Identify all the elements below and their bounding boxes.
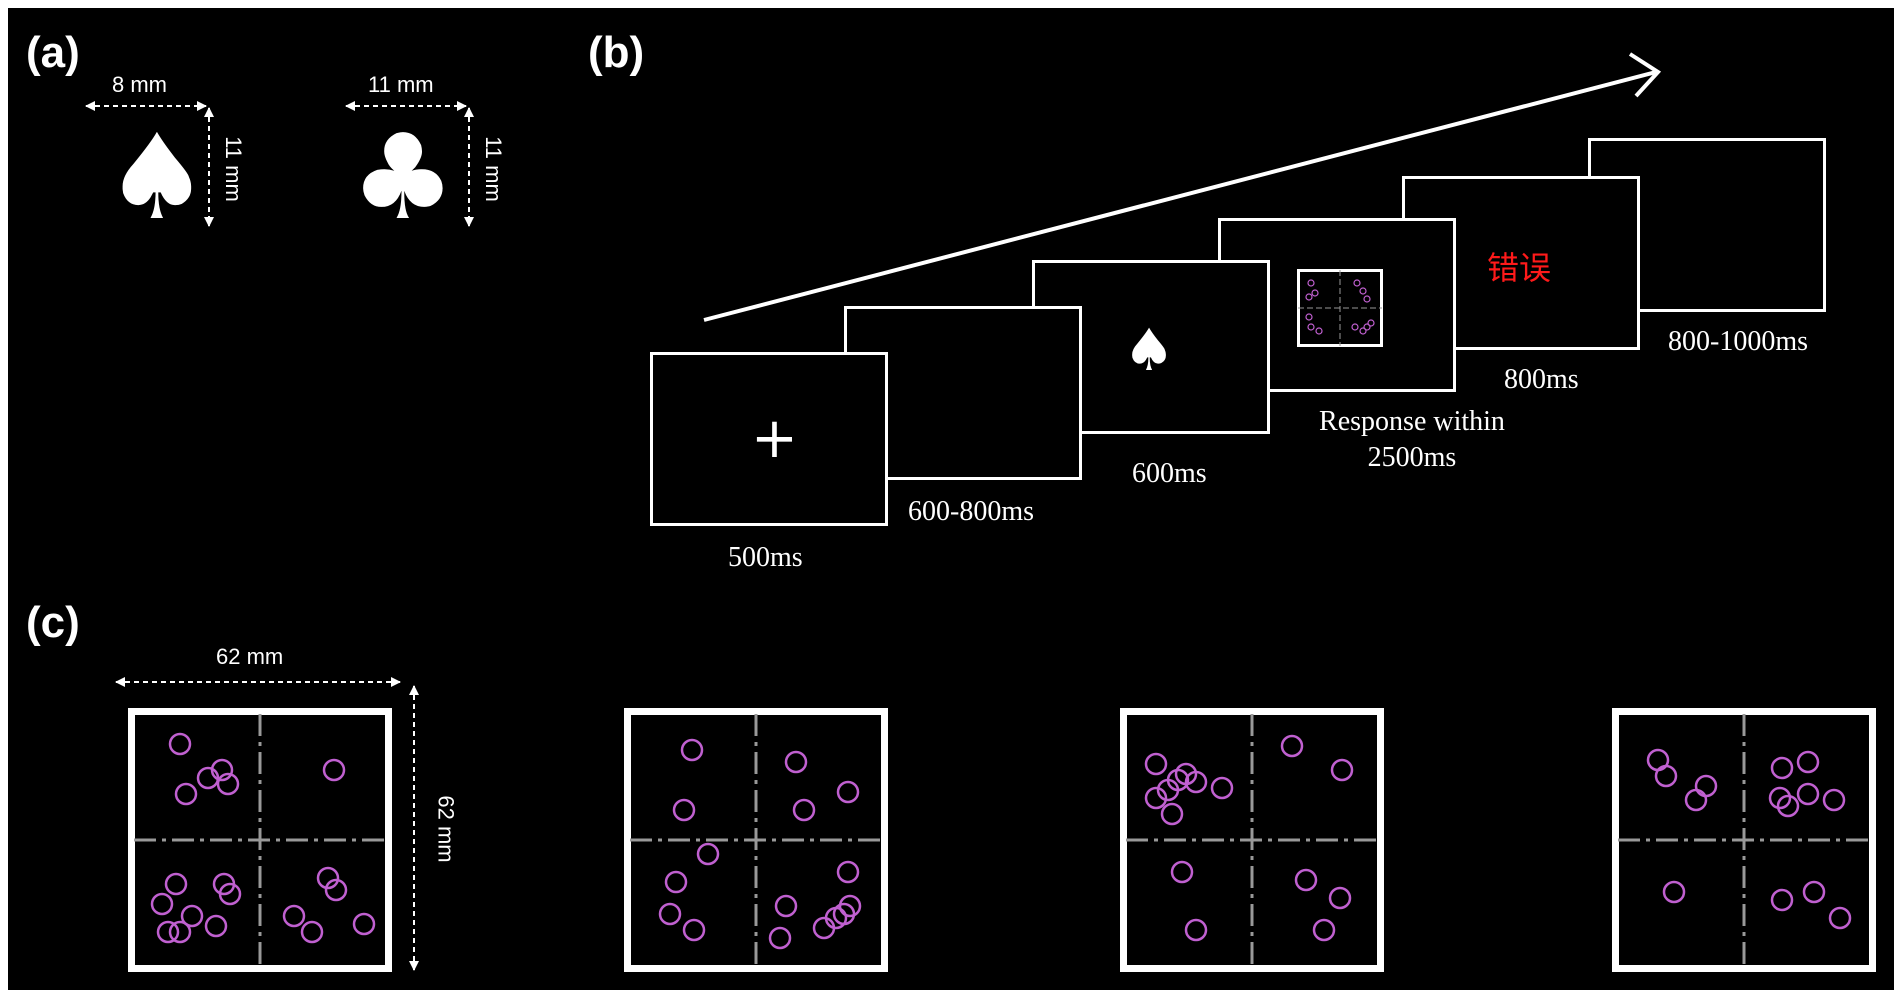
grid-width-label: 62 mm [216, 644, 284, 669]
time-arrow-icon [703, 52, 1662, 322]
panel-c-dimension-arrows [115, 677, 419, 971]
frame-4-duration-line-1: Response within [1319, 406, 1505, 437]
panel-label-a: (a) [26, 28, 80, 77]
frame-5-duration: 800ms [1504, 364, 1579, 395]
mini-circle-grid [1297, 269, 1383, 347]
circle-grid-4 [1612, 708, 1876, 972]
grid-height-label: 62 mm [433, 795, 459, 863]
circle-grid-3 [1120, 708, 1384, 972]
figure-canvas: (a) (b) (c) 8 mm 11 mm 11 mm 11 mm ♠ ♣ 错… [8, 8, 1894, 990]
frame-2-duration: 600-800ms [908, 496, 1034, 527]
circle-grid-1 [128, 708, 392, 972]
frame-spade-icon: ♠ [1123, 316, 1175, 384]
panel-label-c: (c) [26, 598, 80, 647]
frame-4-duration-line-2: 2500ms [1367, 442, 1457, 473]
spade-icon: ♠ [104, 108, 210, 246]
circle-grid-2 [624, 708, 888, 972]
frame-1-fixation: + [650, 352, 888, 526]
fixation-cross-icon: + [751, 406, 798, 471]
frame-3-duration: 600ms [1132, 458, 1207, 489]
feedback-text: 错误 [1487, 249, 1552, 287]
panel-a-dimension-arrows [85, 101, 474, 227]
spade-width-label: 8 mm [112, 72, 167, 97]
frame-1-duration: 500ms [728, 542, 803, 573]
club-icon: ♣ [350, 108, 456, 246]
club-width-label: 11 mm [368, 72, 434, 97]
frame-4-duration: Response within 2500ms [1292, 404, 1532, 476]
panel-label-b: (b) [588, 28, 645, 77]
frame-6-duration: 800-1000ms [1668, 326, 1808, 357]
